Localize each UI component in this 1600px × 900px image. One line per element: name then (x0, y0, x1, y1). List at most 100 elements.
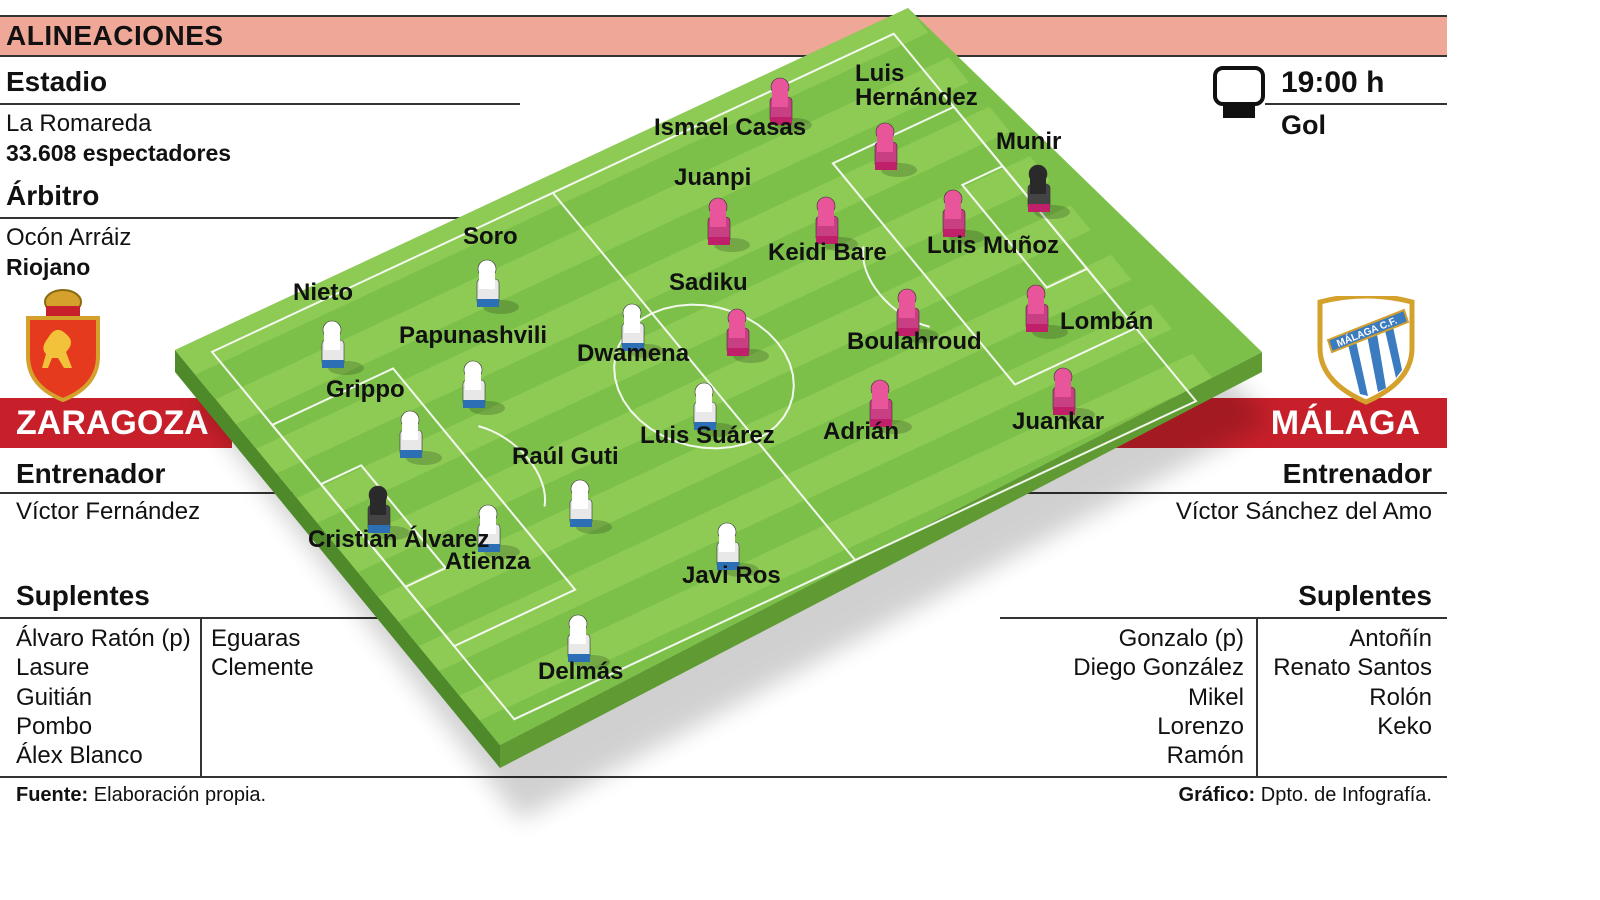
away-player-figure (874, 122, 917, 177)
player-shorts (943, 229, 965, 237)
away-subs-col2: Antoñín Renato Santos Rolón Keko (1262, 624, 1432, 741)
sub-player: Álvaro Ratón (p) (16, 625, 191, 652)
player-shorts (816, 236, 838, 244)
away-subs-col1: Gonzalo (p) Diego González Mikel Lorenzo… (1040, 624, 1244, 770)
player-shirt (570, 628, 586, 644)
player-label: Munir (996, 128, 1062, 155)
away-player-figure (1052, 367, 1095, 422)
player-label: Juanpi (674, 164, 752, 191)
player-label: Sadiku (669, 269, 748, 296)
home-player-figure (367, 485, 410, 540)
player-label: Juankar (1012, 408, 1105, 435)
player-label: Grippo (326, 376, 405, 403)
player-shorts (897, 328, 919, 336)
pitch-side-front (500, 352, 1262, 768)
stadium-label: Estadio (6, 66, 108, 97)
player-shorts (708, 237, 730, 245)
player-label: Luis Suárez (640, 422, 775, 449)
away-player-figure (1027, 164, 1070, 219)
player-shirt (1030, 178, 1046, 194)
player-shorts (770, 117, 792, 125)
sub-player: Lasure (16, 654, 90, 682)
sub-player: Lorenzo (1157, 712, 1244, 740)
player-shorts (478, 544, 500, 552)
subs-divider (1256, 618, 1258, 776)
player-shirt (624, 317, 640, 333)
away-player-figure (707, 197, 750, 252)
player-label: Keidi Bare (768, 239, 887, 266)
player-label: Adrián (823, 418, 900, 445)
sub-player: Ramón (1166, 742, 1244, 770)
spectators: 33.608 espectadores (6, 140, 232, 166)
divider (0, 103, 520, 105)
divider (0, 776, 1447, 778)
divider (0, 617, 400, 619)
halfway-line (552, 192, 856, 561)
real-zaragoza-crest (22, 286, 104, 407)
player-shirt (696, 396, 712, 412)
player-label: Papunashvili (399, 322, 548, 349)
player-shorts (400, 450, 422, 458)
divider (0, 217, 520, 219)
sub-player: Mikel (1187, 683, 1244, 711)
header-bar (0, 15, 1447, 57)
player-shorts (694, 422, 716, 430)
home-team-name: ZARAGOZA (16, 404, 209, 442)
home-subs-col2: Eguaras Clemente (211, 624, 314, 683)
player-shirt (370, 499, 386, 515)
home-player-figure (476, 259, 519, 314)
player-shirt (480, 518, 496, 534)
home-player-figure (321, 320, 364, 375)
player-shirt (465, 374, 481, 390)
away-player-figure (942, 189, 985, 244)
tv-channel: Gol (1281, 110, 1326, 140)
players (321, 77, 1095, 669)
divider (1000, 617, 1447, 619)
player-shirt (1055, 381, 1071, 397)
referee-region: Riojano (6, 254, 91, 280)
home-player-figure (569, 479, 612, 534)
away-player-figure (896, 288, 939, 343)
player-label: Luis Hernández (855, 60, 978, 112)
player-shirt (772, 91, 788, 107)
away-goal-area (960, 164, 1089, 289)
tv-icon (1213, 66, 1265, 118)
sub-player: Keko (1377, 712, 1432, 740)
malaga-cf-crest: MÁLAGA C.F. (1316, 293, 1416, 411)
away-player-figure (726, 308, 769, 363)
home-player-figure (716, 522, 759, 577)
away-player-figure (769, 77, 812, 132)
home-team-bar (0, 398, 232, 448)
player-shirt (899, 302, 915, 318)
player-shorts (727, 348, 749, 356)
source-text: Elaboración propia. (93, 784, 267, 806)
graphic-text: Dpto. de Infografía. (1260, 784, 1432, 806)
away-subs-label: Suplentes (1298, 580, 1432, 611)
player-label: Atienza (445, 548, 531, 575)
sub-player: Renato Santos (1273, 654, 1432, 682)
player-label: Soro (463, 223, 518, 250)
home-player-figure (567, 614, 610, 669)
player-shirt (877, 136, 893, 152)
player-shorts (477, 299, 499, 307)
player-shirt (402, 424, 418, 440)
away-coach: Víctor Sánchez del Amo (1175, 498, 1432, 525)
sub-player: Antoñín (1349, 625, 1432, 652)
sub-player: Diego González (1073, 654, 1244, 682)
match-time: 19:00 h (1281, 66, 1385, 99)
center-circle (613, 303, 795, 450)
player-shorts (463, 400, 485, 408)
player-shorts (717, 562, 739, 570)
divider (1020, 492, 1447, 494)
home-player-figure (621, 303, 664, 358)
sub-player: Gonzalo (p) (1118, 625, 1244, 652)
player-shirt (945, 203, 961, 219)
away-coach-label: Entrenador (1282, 458, 1432, 489)
player-shirt (479, 273, 495, 289)
player-label: Lombán (1060, 308, 1154, 335)
away-player-figure (869, 379, 912, 434)
stadium-name: La Romareda (6, 110, 152, 137)
player-label: Cristian Álvarez (308, 526, 490, 553)
player-label: Delmás (538, 658, 624, 685)
